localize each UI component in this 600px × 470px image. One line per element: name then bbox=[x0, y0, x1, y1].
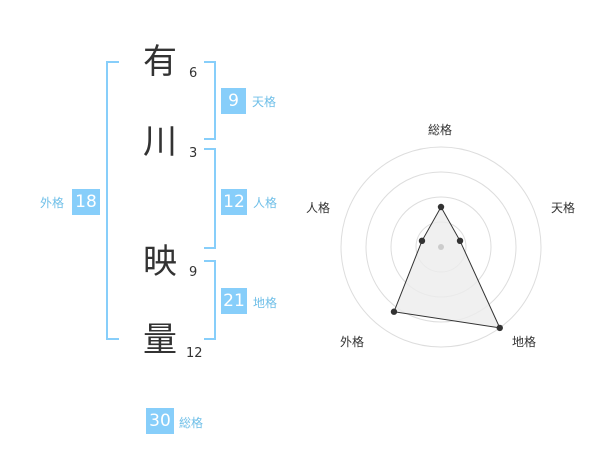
gai-label: 外格 bbox=[40, 196, 65, 210]
radar-center-point bbox=[438, 244, 444, 250]
chi-label: 地格 bbox=[253, 296, 278, 310]
gai-value-box: 18 bbox=[72, 189, 100, 215]
radar-axis-label-sou: 総格 bbox=[427, 123, 452, 137]
radar-axis-label-ten: 天格 bbox=[550, 201, 575, 215]
stroke-count-1: 6 bbox=[189, 66, 198, 81]
name-char-2: 川 bbox=[143, 122, 177, 162]
jin-label: 人格 bbox=[253, 196, 278, 210]
sou-value-box: 30 bbox=[146, 408, 174, 434]
stroke-count-3: 9 bbox=[189, 265, 198, 280]
ten-bracket bbox=[204, 61, 216, 140]
radar-point-2 bbox=[456, 237, 464, 245]
jin-value-box: 12 bbox=[221, 189, 247, 215]
radar-point-1 bbox=[437, 203, 445, 211]
ten-value-box: 9 bbox=[221, 88, 246, 114]
radar-axis-label-jin: 人格 bbox=[305, 201, 330, 215]
radar-ring bbox=[340, 146, 542, 348]
ten-label: 天格 bbox=[252, 95, 277, 109]
outer-bracket bbox=[106, 61, 119, 340]
radar-ring bbox=[365, 171, 517, 323]
radar-axis-label-chi: 地格 bbox=[511, 335, 536, 349]
radar-point-4 bbox=[390, 308, 398, 315]
name-char-3: 映 bbox=[143, 242, 177, 282]
chi-bracket bbox=[204, 260, 216, 340]
name-char-1: 有 bbox=[143, 42, 177, 82]
jin-bracket bbox=[204, 148, 216, 249]
chi-value-box: 21 bbox=[221, 288, 247, 314]
radar-point-5 bbox=[418, 237, 426, 245]
stroke-count-2: 3 bbox=[189, 146, 198, 161]
sou-label: 総格 bbox=[179, 416, 204, 430]
radar-point-3 bbox=[496, 324, 503, 332]
name-char-4: 量 bbox=[143, 320, 177, 360]
stroke-count-4: 12 bbox=[186, 346, 203, 361]
radar-axis-label-gai: 外格 bbox=[339, 335, 364, 349]
radar-polygon bbox=[393, 205, 501, 329]
